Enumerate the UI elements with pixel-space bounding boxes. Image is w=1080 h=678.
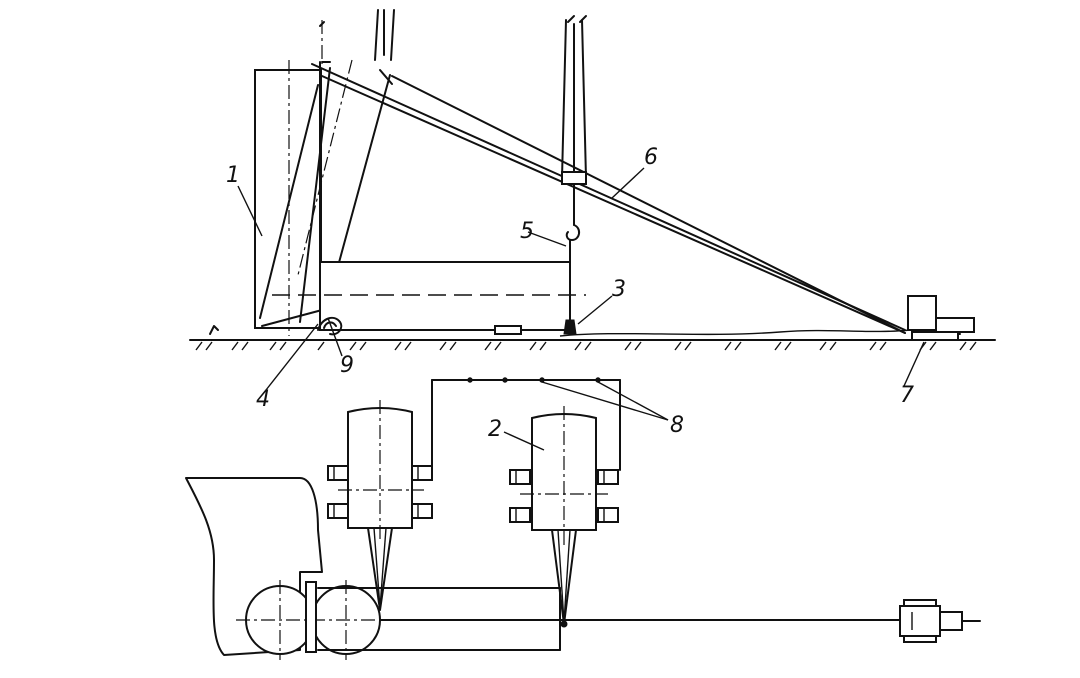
structure-1 [254,60,323,336]
connector-8 [431,377,621,471]
mast-left [374,9,395,61]
label-1: 1 [226,163,240,188]
label-2: 2 [488,417,502,442]
support-block [494,325,522,335]
elevation-view [189,9,996,351]
frame-beam [317,587,901,651]
label-7: 7 [900,383,914,408]
tractor-7 [907,295,975,341]
tractor-plan [899,599,981,643]
leader-lines [237,167,925,451]
label-8: 8 [670,413,684,438]
anchor-3 [563,319,577,335]
plan-view [185,377,981,660]
winch-drums [236,580,390,660]
crane-mast [561,15,587,331]
label-4: 4 [256,387,270,412]
callout-labels: 1 2 3 4 5 6 7 8 9 [226,145,914,442]
label-5: 5 [520,219,534,244]
label-3: 3 [612,277,626,302]
crane-plan-right [509,406,619,628]
crane-plan-left [327,400,433,611]
panel-horizontal [272,261,586,331]
building-outline [185,477,323,656]
label-6: 6 [644,145,658,170]
label-9: 9 [340,353,354,378]
ground [189,329,996,351]
stay-rope-6 [311,63,906,334]
ground-peg [209,325,219,335]
